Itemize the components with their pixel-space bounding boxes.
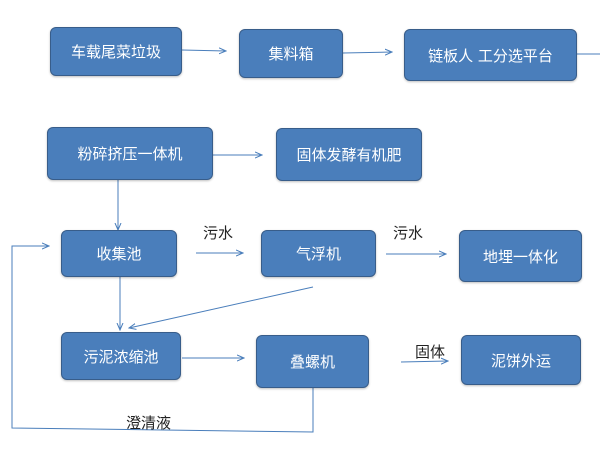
node-collection-box: 集料箱 (239, 29, 343, 78)
node-crusher: 粉碎挤压一体机 (47, 127, 213, 180)
node-organic-fertilizer: 固体发酵有机肥 (276, 128, 422, 181)
edge-label-sewage-1: 污水 (203, 224, 234, 242)
arrow-box-to-platform (342, 52, 392, 53)
edge-label-sewage-2: 污水 (393, 224, 424, 242)
node-collection-tank: 收集池 (61, 230, 177, 277)
node-air-flotation: 气浮机 (261, 230, 376, 277)
arrow-truck-to-box (181, 50, 226, 51)
edge-label-clear-liquid: 澄清液 (126, 414, 172, 432)
node-landfill-unit: 地埋一体化 (459, 230, 582, 282)
arrow-clear-liquid-return (11, 246, 314, 433)
arrow-flotation-to-sludge (129, 286, 314, 328)
node-sludge-tank: 污泥浓缩池 (61, 332, 181, 380)
node-truck-waste: 车载尾菜垃圾 (50, 27, 182, 76)
node-sludge-cake: 泥饼外运 (461, 335, 581, 385)
node-sorting-platform: 链板人 工分选平台 (404, 29, 577, 81)
edge-label-solid: 固体 (415, 343, 446, 361)
node-screw-press: 叠螺机 (256, 335, 369, 388)
arrow-press-to-cake (400, 361, 448, 362)
